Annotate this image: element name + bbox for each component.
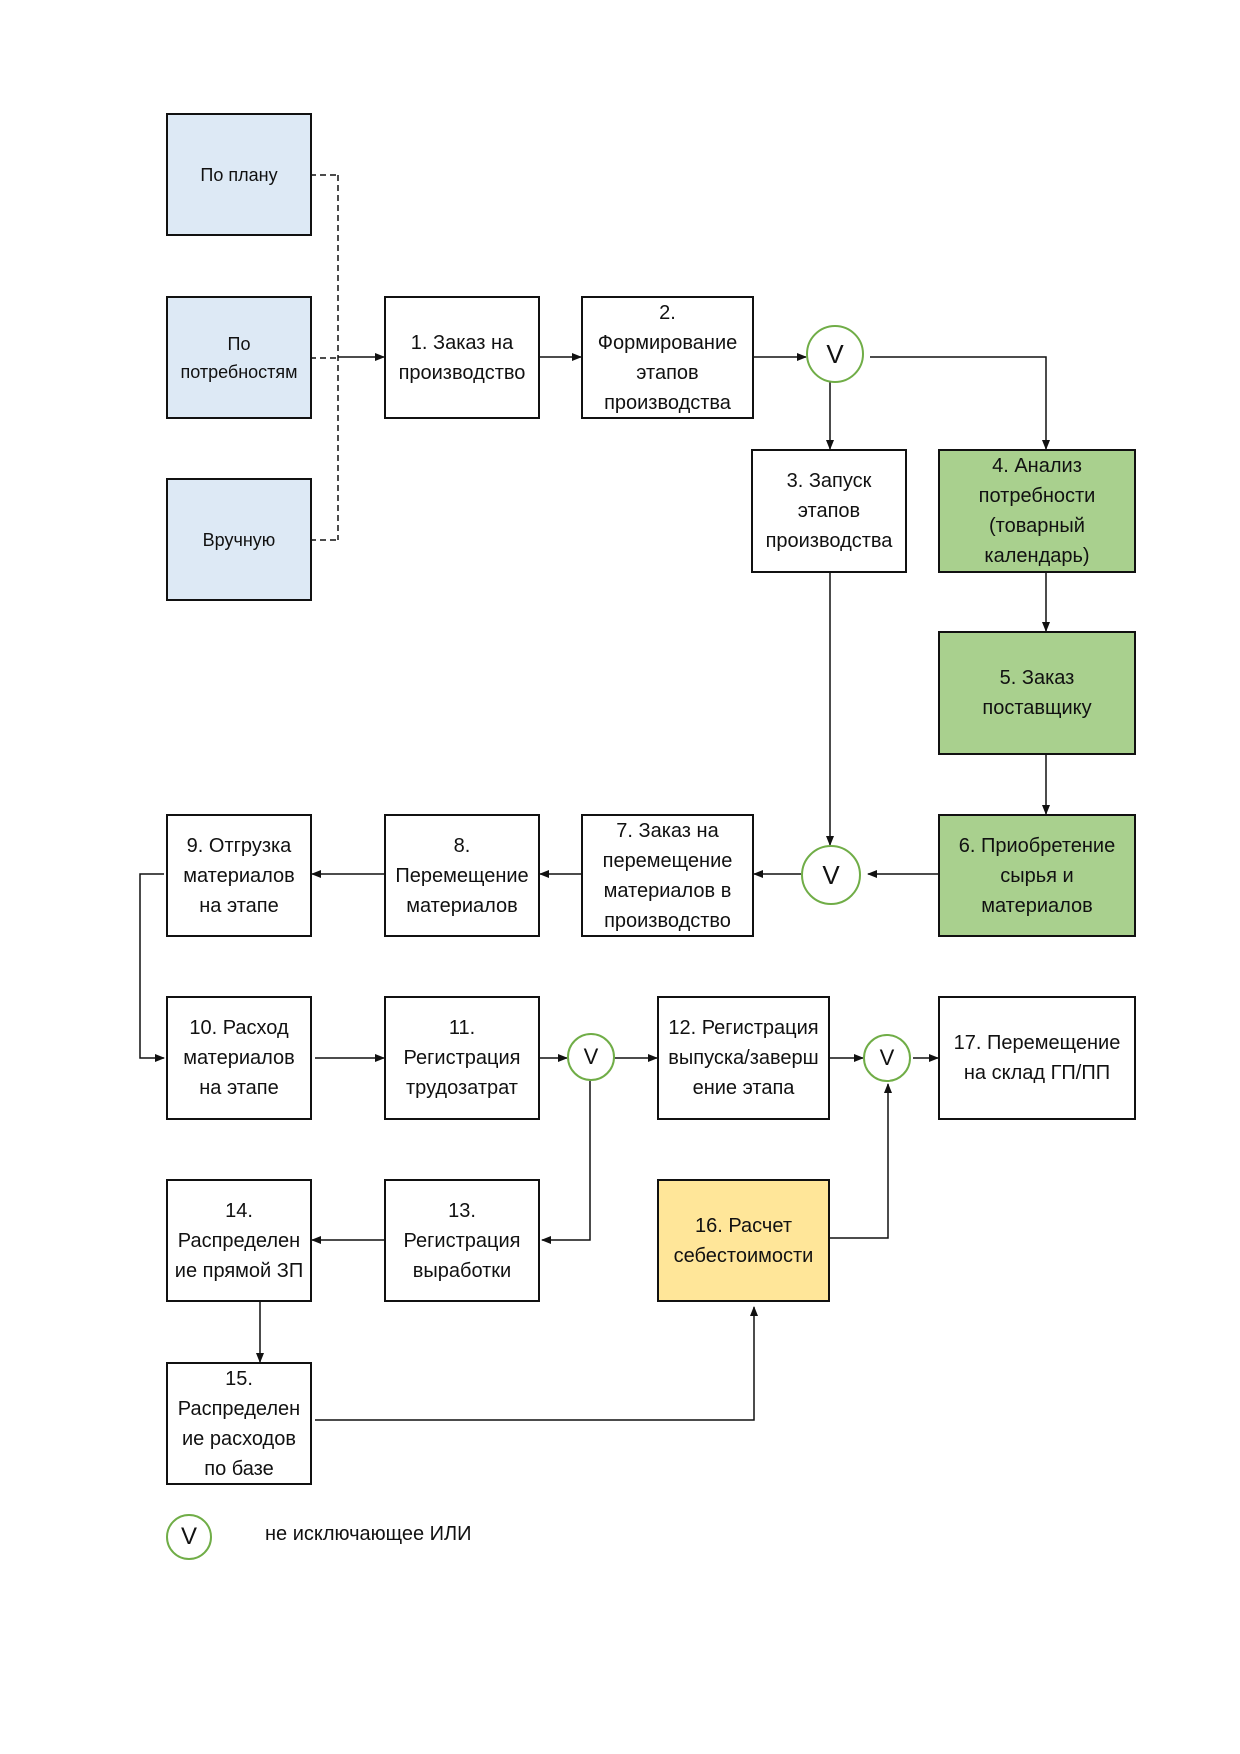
arrow-step9-to-step10 bbox=[139, 873, 165, 1062]
step-11-labor-registration: 11. Регистрация трудозатрат bbox=[384, 996, 540, 1120]
or-gate-2-symbol: V bbox=[822, 859, 840, 890]
step-8-material-transfer: 8. Перемещение материалов bbox=[384, 814, 540, 937]
or-gate-3-symbol: V bbox=[583, 1044, 599, 1069]
step-15-expense-distribution: 15. Распределен ие расходов по базе bbox=[166, 1362, 312, 1485]
arrow-gate3-to-step13 bbox=[541, 1081, 591, 1244]
step-4-label: 4. Анализ потребности (товарный календар… bbox=[978, 455, 1096, 567]
step-12-label: 12. Регистрация выпуска/заверш ение этап… bbox=[668, 1017, 819, 1099]
step-6-material-purchase: 6. Приобретение сырья и материалов bbox=[938, 814, 1136, 937]
step-1-label: 1. Заказ на производство bbox=[398, 331, 526, 384]
or-gate-4: V bbox=[863, 1034, 911, 1082]
source-needs: По потребностям bbox=[166, 296, 312, 419]
step-16-label: 16. Расчет себестоимости bbox=[673, 1214, 814, 1267]
step-4-demand-analysis: 4. Анализ потребности (товарный календар… bbox=[938, 449, 1136, 573]
legend-description: не исключающее ИЛИ bbox=[265, 1523, 472, 1545]
step-3-label: 3. Запуск этапов производства bbox=[765, 470, 893, 552]
step-9-material-shipment: 9. Отгрузка материалов на этапе bbox=[166, 814, 312, 937]
step-11-label: 11. Регистрация трудозатрат bbox=[403, 1017, 521, 1099]
source-needs-label: По потребностям bbox=[180, 333, 298, 382]
source-plan: По плану bbox=[166, 113, 312, 236]
step-5-supplier-order: 5. Заказ поставщику bbox=[938, 631, 1136, 755]
step-17-warehouse-transfer: 17. Перемещение на склад ГП/ПП bbox=[938, 996, 1136, 1120]
step-16-cost-calculation: 16. Расчет себестоимости bbox=[657, 1179, 830, 1302]
or-gate-3: V bbox=[567, 1033, 615, 1081]
source-plan-label: По плану bbox=[200, 164, 278, 185]
step-12-output-registration: 12. Регистрация выпуска/заверш ение этап… bbox=[657, 996, 830, 1120]
source-manual: Вручную bbox=[166, 478, 312, 601]
step-5-label: 5. Заказ поставщику bbox=[982, 667, 1092, 719]
or-gate-2: V bbox=[801, 845, 861, 905]
step-8-label: 8. Перемещение материалов bbox=[395, 834, 529, 917]
step-1-production-order: 1. Заказ на производство bbox=[384, 296, 540, 419]
step-13-output-volume-registration: 13. Регистрация выработки bbox=[384, 1179, 540, 1302]
step-7-label: 7. Заказ на перемещение материалов в про… bbox=[602, 819, 733, 932]
arrow-step15-to-step16 bbox=[315, 1306, 758, 1421]
or-gate-1-symbol: V bbox=[826, 338, 844, 369]
step-10-label: 10. Расход материалов на этапе bbox=[183, 1017, 295, 1099]
or-gate-4-symbol: V bbox=[879, 1045, 895, 1070]
step-17-label: 17. Перемещение на склад ГП/ПП bbox=[953, 1032, 1121, 1084]
step-2-stage-formation: 2. Формирование этапов производства bbox=[581, 296, 754, 419]
arrow-gate1-to-step4 bbox=[870, 356, 1050, 450]
step-2-label: 2. Формирование этапов производства bbox=[597, 301, 738, 414]
step-14-direct-salary-distribution: 14. Распределен ие прямой ЗП bbox=[166, 1179, 312, 1302]
or-gate-1: V bbox=[806, 325, 864, 383]
step-14-label: 14. Распределен ие прямой ЗП bbox=[174, 1199, 304, 1282]
legend-or-gate-symbol: V bbox=[166, 1514, 212, 1560]
source-manual-label: Вручную bbox=[202, 529, 276, 550]
step-13-label: 13. Регистрация выработки bbox=[403, 1199, 521, 1282]
legend-symbol-text: V bbox=[180, 1523, 197, 1550]
step-6-label: 6. Приобретение сырья и материалов bbox=[958, 834, 1116, 917]
step-3-stage-launch: 3. Запуск этапов производства bbox=[751, 449, 907, 573]
step-7-transfer-order: 7. Заказ на перемещение материалов в про… bbox=[581, 814, 754, 937]
step-15-label: 15. Распределен ие расходов по базе bbox=[177, 1367, 301, 1480]
step-10-material-consumption: 10. Расход материалов на этапе bbox=[166, 996, 312, 1120]
arrow-step16-to-gate4 bbox=[830, 1083, 892, 1239]
step-9-label: 9. Отгрузка материалов на этапе bbox=[183, 834, 295, 917]
